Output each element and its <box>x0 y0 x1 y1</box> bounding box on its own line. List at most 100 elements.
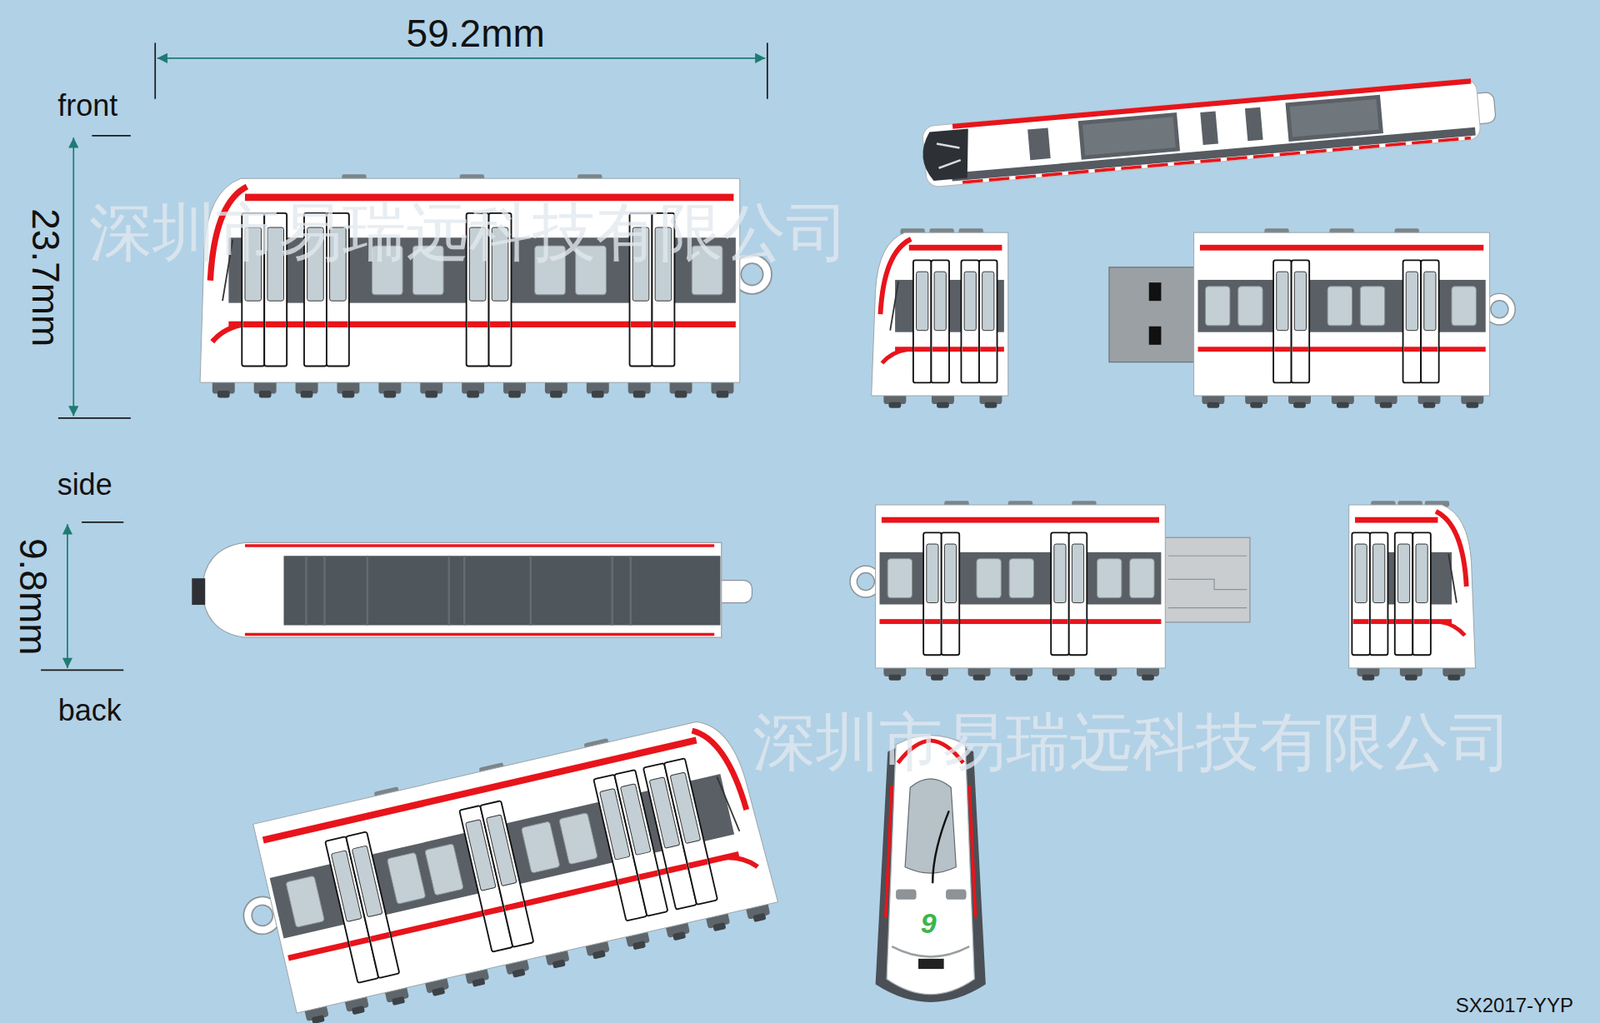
wheel <box>592 950 606 960</box>
nose-vent <box>918 959 945 970</box>
train-car <box>871 228 1009 408</box>
wheel <box>973 675 986 681</box>
wheel <box>351 1005 365 1015</box>
car-body <box>871 232 1009 396</box>
door-window <box>620 784 651 856</box>
wheel <box>672 931 686 941</box>
wheel <box>1380 402 1393 409</box>
wheel <box>550 390 563 399</box>
side-window <box>386 852 426 905</box>
headlight <box>895 890 916 900</box>
key-loop <box>1487 297 1512 322</box>
door-stripe <box>1274 346 1290 352</box>
dimension-label: 23.7mm <box>25 208 68 347</box>
door-window <box>1415 544 1428 604</box>
top-view-stripe <box>245 633 715 637</box>
usb-hole <box>1149 326 1162 345</box>
train-car <box>1194 228 1513 408</box>
wheel <box>311 1015 325 1023</box>
wheel <box>1465 402 1479 409</box>
top-view-body <box>202 542 722 638</box>
door-stripe <box>504 901 525 912</box>
car-body <box>1349 505 1476 669</box>
wheel <box>1141 675 1155 681</box>
car-body <box>1194 232 1490 396</box>
wheel <box>1057 675 1070 681</box>
windshield-edge <box>1448 554 1457 604</box>
dimension-line <box>66 524 69 669</box>
roof-rib <box>530 555 532 625</box>
extension-line <box>81 521 124 524</box>
wheel <box>1100 675 1113 681</box>
door-window <box>1071 544 1084 604</box>
door-stripe <box>630 321 651 328</box>
door-stripe <box>370 932 390 943</box>
wheel <box>552 959 566 969</box>
usb-plug-seam <box>1168 555 1247 608</box>
door-stripe <box>914 346 930 352</box>
roof-view <box>920 76 1497 188</box>
roof-rib <box>323 555 325 625</box>
roof-panel <box>1027 127 1051 160</box>
door-window <box>1276 271 1289 331</box>
roof-panel <box>1078 112 1180 160</box>
door-window <box>351 845 383 918</box>
door-leaf <box>923 532 942 655</box>
door-window <box>485 815 517 887</box>
extension-line <box>91 135 131 137</box>
door-window <box>1405 271 1418 331</box>
side-window <box>887 559 912 599</box>
wheel <box>425 390 438 399</box>
door-stripe <box>1395 619 1412 625</box>
door-stripe <box>1421 346 1438 352</box>
door-leaf <box>1395 532 1414 655</box>
door-stripe <box>962 346 979 352</box>
side-window <box>1451 286 1476 326</box>
nose-stripe <box>1435 511 1467 587</box>
usb-plug <box>1109 267 1196 363</box>
door-leaf <box>913 260 932 383</box>
door-stripe <box>932 346 949 352</box>
wheel <box>1405 675 1418 681</box>
door-stripe <box>653 321 674 328</box>
door-window <box>934 271 946 331</box>
roof-rib <box>305 555 307 625</box>
top-view-stripe <box>245 544 715 548</box>
door-window <box>670 772 701 845</box>
wheel <box>511 969 525 979</box>
door-stripe <box>305 321 325 328</box>
side-window <box>1360 286 1385 326</box>
door-leaf <box>1291 260 1310 383</box>
wheel <box>391 996 405 1006</box>
door-leaf <box>664 758 718 905</box>
windshield-edge <box>890 281 899 331</box>
door-window <box>982 271 995 331</box>
door-leaf <box>930 260 950 383</box>
window-band <box>879 552 1161 605</box>
door-stripe <box>243 321 264 328</box>
view-label: back <box>58 694 122 728</box>
door-stripe <box>265 321 285 328</box>
dimension-lines <box>40 42 768 670</box>
door-window <box>1373 544 1385 604</box>
car-body <box>875 505 1166 669</box>
windshield-edge <box>716 775 740 835</box>
side-window <box>425 844 465 896</box>
nose-stripe <box>723 850 758 875</box>
wheel <box>632 940 646 950</box>
wheel <box>591 390 605 399</box>
door-leaf <box>979 260 998 383</box>
train-car <box>853 500 1165 680</box>
wheel <box>1015 675 1028 681</box>
door-leaf <box>1412 532 1431 655</box>
usb-plug <box>1160 537 1250 623</box>
usb-hole <box>1149 282 1162 301</box>
door-stripe <box>1292 346 1309 352</box>
wheel <box>1336 402 1350 409</box>
door-leaf <box>1403 260 1422 383</box>
side-window <box>1238 286 1263 326</box>
wheel <box>1207 402 1220 409</box>
door-leaf <box>1273 260 1292 383</box>
